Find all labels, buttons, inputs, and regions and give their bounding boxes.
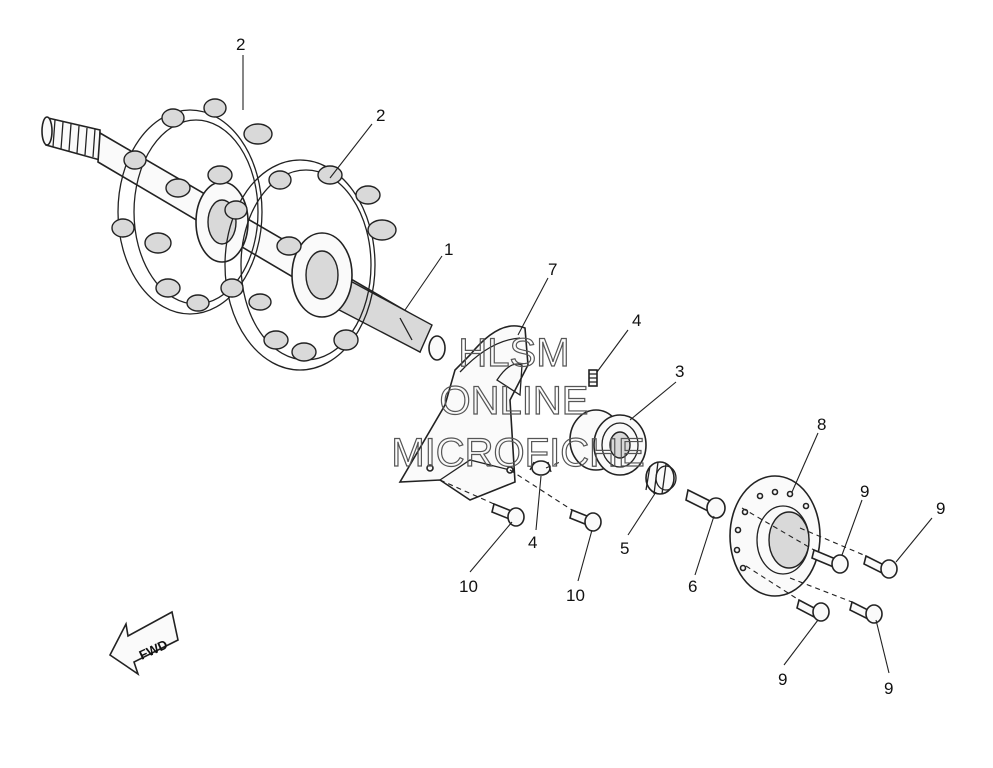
grease-nipple: [588, 369, 598, 387]
watermark-line-3: MICROFICHE: [391, 431, 644, 475]
callout-3: 3: [675, 362, 684, 381]
watermark-line-1: HLSM: [458, 331, 569, 375]
bolt-9-c: [796, 598, 830, 622]
callout-5: 5: [620, 539, 629, 558]
callout-9-d: 9: [884, 679, 893, 698]
callout-7: 7: [548, 260, 557, 279]
leader-lines: [242, 55, 933, 674]
callout-10-a: 10: [459, 577, 478, 596]
callout-6: 6: [688, 577, 697, 596]
bolt-9-a: [811, 548, 849, 574]
callout-9-b: 9: [936, 499, 945, 518]
assembly-lines: [439, 461, 867, 603]
bolt-10-a: [491, 502, 525, 527]
bearing: [569, 409, 647, 476]
callout-4-lower: 4: [528, 533, 537, 552]
callout-2-lower: 2: [376, 106, 385, 125]
callout-10-b: 10: [566, 586, 585, 605]
callout-9-c: 9: [778, 670, 787, 689]
callout-4-upper: 4: [632, 311, 641, 330]
watermark-line-2: ONLINE: [440, 379, 589, 423]
fwd-arrow-icon: FWD: [108, 610, 179, 676]
bolt-9-b: [863, 554, 898, 579]
callout-8: 8: [817, 415, 826, 434]
callouts: 2 2 1 7 4 3 4 5 6 8 9 9 9 9 10 10: [236, 35, 945, 698]
callout-2-upper: 2: [236, 35, 245, 54]
bolt-9-d: [849, 600, 883, 624]
flange: [729, 475, 821, 597]
watermark: HLSM ONLINE MICROFICHE: [391, 330, 646, 475]
callout-1: 1: [444, 240, 453, 259]
bolt-6: [685, 488, 726, 519]
collar: [645, 461, 677, 495]
callout-9-a: 9: [860, 482, 869, 501]
sprocket-right: [220, 159, 397, 371]
bolt-10-b: [569, 508, 602, 532]
